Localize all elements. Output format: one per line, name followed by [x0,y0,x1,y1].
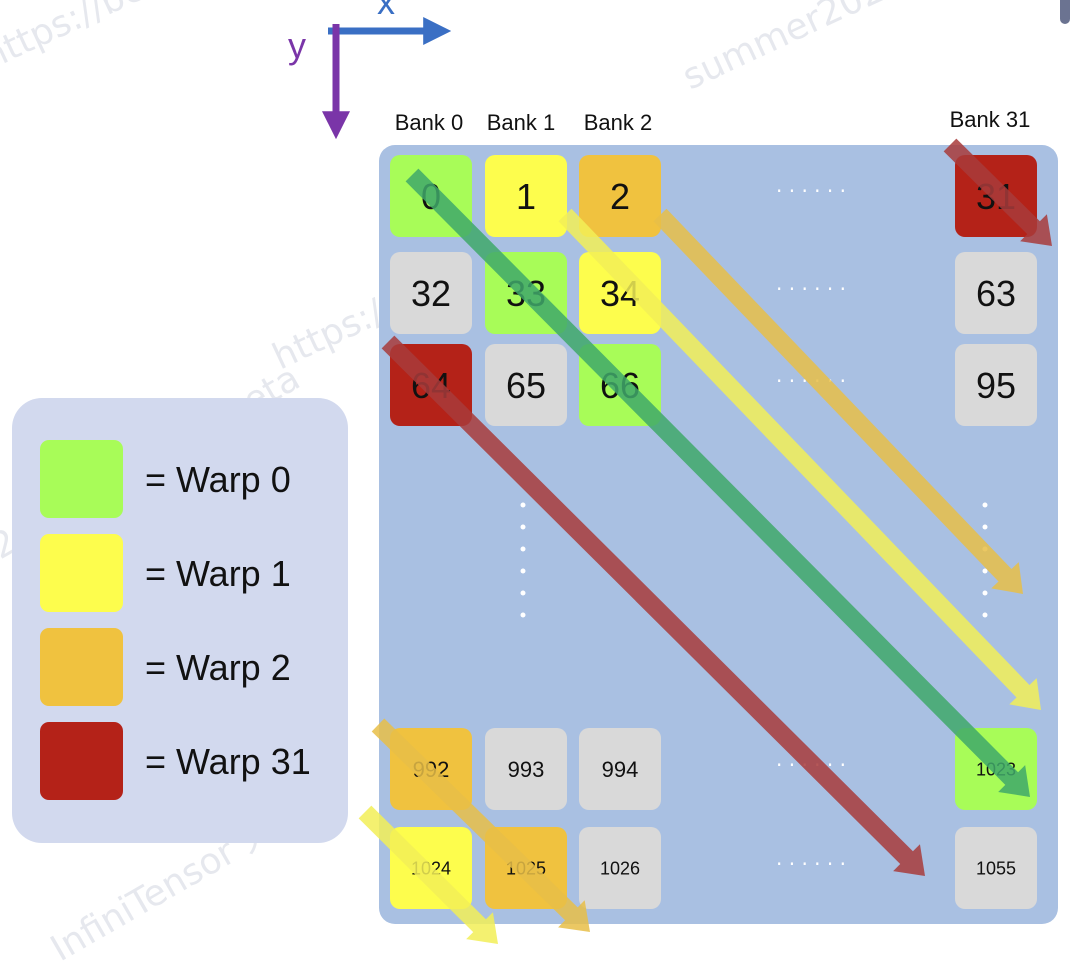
legend-item: = Warp 31 [40,722,311,800]
vertical-ellipsis-dot [982,612,988,618]
legend-item: = Warp 0 [40,440,291,518]
bank-headers: Bank 0 Bank 1 Bank 2 Bank 31 [395,107,1031,135]
bank-header: Bank 31 [950,107,1031,132]
vertical-ellipsis-dot [520,568,526,574]
memory-cell: 993 [485,728,567,810]
horizontal-ellipsis: · · · · · · [776,277,846,301]
legend-label: = Warp 31 [145,741,311,782]
legend-item: = Warp 1 [40,534,291,612]
memory-cell-box [579,252,661,334]
warp2-arrow [371,718,590,932]
memory-cell-box [579,728,661,810]
memory-cell-index: 1 [516,176,536,217]
memory-cell: 1026 [579,827,661,909]
legend-swatch [40,440,123,518]
memory-cell-index: 2 [610,176,630,217]
memory-cell-index: 1026 [600,858,640,878]
memory-cell: 1 [485,155,567,237]
memory-cell-index: 63 [976,273,1016,314]
memory-cell-box [390,252,472,334]
warp0-arrow [405,168,1030,797]
vertical-ellipsis-dot [520,502,526,508]
vertical-ellipsis-dot [520,524,526,530]
horizontal-ellipsis: · · · · · · [776,179,846,203]
vertical-ellipsis-dot [520,546,526,552]
memory-cell: 63 [955,252,1037,334]
memory-cell-index: 95 [976,365,1016,406]
memory-cell-index: 32 [411,273,451,314]
warp1-arrow [358,805,498,944]
memory-cell-box [579,827,661,909]
memory-cell-box [955,252,1037,334]
memory-cell: 65 [485,344,567,426]
legend-item: = Warp 2 [40,628,291,706]
memory-cell: 32 [390,252,472,334]
bank-header: Bank 0 [395,110,464,135]
legend-swatch [40,534,123,612]
y-axis-label: y [288,25,306,66]
warp31-arrow [381,335,925,876]
memory-cell-box [955,344,1037,426]
memory-cell-index: 994 [602,757,639,782]
memory-cell-box [485,728,567,810]
horizontal-ellipsis: · · · · · · [776,852,846,876]
memory-cell-index: 1055 [976,858,1016,878]
vertical-ellipsis-dot [520,612,526,618]
memory-cell-box [485,155,567,237]
memory-cell: 2 [579,155,661,237]
memory-cell-box [485,344,567,426]
vertical-ellipsis-dot [982,502,988,508]
legend-label: = Warp 1 [145,553,291,594]
legend-swatch [40,628,123,706]
warp1-arrow [558,208,1041,710]
watermark-text: summer2025 [676,0,911,98]
memory-cell-index: 993 [508,757,545,782]
legend: = Warp 0 = Warp 1 = Warp 2 = Warp 31 [12,398,348,843]
scrollbar-thumb[interactable] [1060,0,1070,24]
x-axis-label: x [377,0,395,22]
warp2-arrow [653,208,1023,594]
memory-cell-index: 65 [506,365,546,406]
vertical-ellipsis-dot [982,590,988,596]
bank-header: Bank 1 [487,110,556,135]
memory-cell-box [955,827,1037,909]
vertical-ellipsis-dot [982,524,988,530]
warp31-arrow [943,138,1052,246]
legend-label: = Warp 0 [145,459,291,500]
memory-cell: 994 [579,728,661,810]
legend-swatch [40,722,123,800]
warp-access-arrows [358,138,1052,944]
vertical-ellipsis-dot [982,568,988,574]
memory-cell: 95 [955,344,1037,426]
memory-cell: 1055 [955,827,1037,909]
legend-label: = Warp 2 [145,647,291,688]
watermark-text: https://beta [0,0,184,78]
vertical-ellipsis-dot [520,590,526,596]
bank-header: Bank 2 [584,110,653,135]
axis-indicator: x y [288,0,452,140]
memory-cell-box [579,155,661,237]
